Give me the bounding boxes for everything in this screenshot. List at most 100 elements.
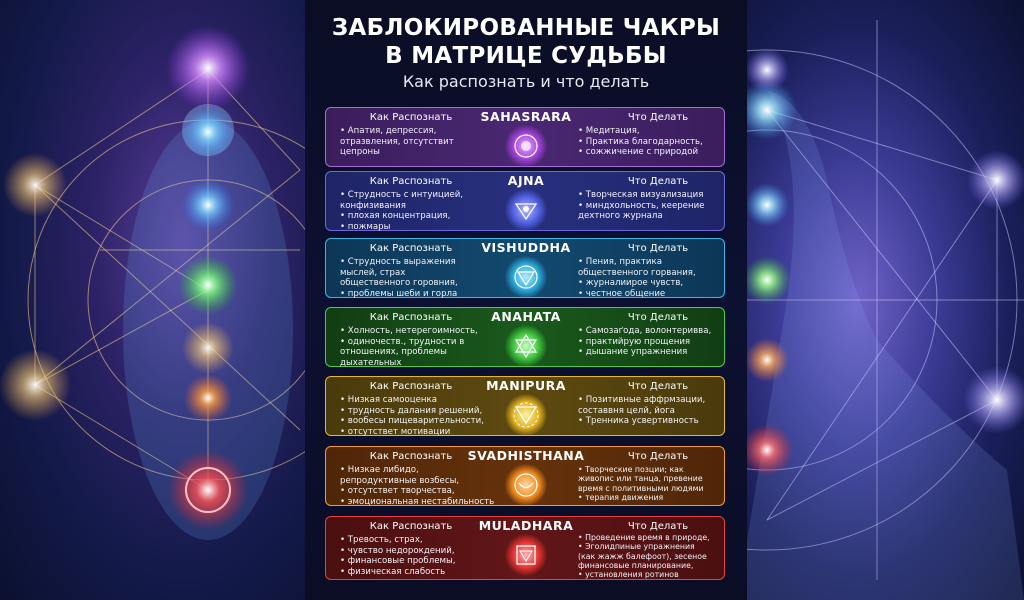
signs-list: • Низкая самооценка • трудность далания …	[340, 395, 490, 437]
sign-item: • физическая слабость	[340, 566, 446, 577]
action-item: • практийрую прощения	[578, 336, 691, 347]
solar-plexus-icon	[505, 394, 547, 436]
card-left-header: Как Распознать	[369, 521, 453, 532]
heart-chakra-icon	[505, 325, 547, 367]
action-item: дехтного журнала	[578, 211, 663, 221]
action-item: • миндхольность, кеерение	[578, 200, 705, 211]
signs-list: • Холность, нетерегоимность, • одиночест…	[340, 326, 490, 368]
card-right-header: Что Делать	[627, 112, 689, 123]
card-right-header: Что Делать	[627, 451, 689, 462]
chakra-name: SAHASRARA	[480, 109, 572, 124]
action-item: • Практика благодарность,	[578, 136, 703, 147]
signs-list: • Низкае либидо, репродуктивные возбесы,…	[340, 465, 495, 507]
chakra-card-vishuddha: Как Распознать VISHUDDHA Что Делать • Ст…	[325, 238, 725, 299]
card-left-header: Как Распознать	[369, 243, 453, 254]
signs-list: • Тревость, страх, • чувство недорокдени…	[340, 535, 490, 577]
sign-item: дыхательных	[340, 357, 402, 368]
sign-item: • пожмары	[340, 221, 391, 232]
lotus-icon	[505, 125, 547, 167]
action-item: (как жажж балефоот), зесеное	[578, 551, 707, 561]
card-left-header: Как Распознать	[369, 451, 453, 462]
sign-item: • отсутствет творчества,	[340, 486, 455, 496]
sign-item: отразвления, отсутствит	[340, 136, 454, 147]
action-item: • Позитивные аффрмзации,	[578, 395, 706, 405]
card-left-header: Как Распознать	[369, 312, 453, 323]
card-right-header: Что Делать	[627, 521, 689, 532]
action-item: время с политивными людями	[578, 483, 704, 493]
sign-item: конфизивания	[340, 200, 406, 211]
infographic-panel: ЗАБЛОКИРОВАННЫЕ ЧАКРЫ В МАТРИЦЕ СУДЬБЫ К…	[305, 0, 747, 600]
sign-item: • Тревость, страх,	[340, 535, 423, 545]
card-left-header: Как Распознать	[369, 381, 453, 392]
action-item: финансовые планирование,	[578, 560, 694, 570]
chakra-card-manipura: Как Распознать MANIPURA Что Делать • Низ…	[325, 376, 725, 437]
sign-item: • отсутствет мотивации	[340, 426, 451, 437]
sign-item: • чувство недорокдений,	[340, 545, 455, 556]
card-left-header: Как Распознать	[369, 176, 453, 187]
chakra-name: VISHUDDHA	[481, 240, 571, 255]
sign-item: мыслей, страх	[340, 267, 406, 278]
third-eye-icon	[505, 189, 547, 231]
actions-list: • Самозаґода, волонтеривва, • практийрую…	[578, 326, 724, 358]
actions-list: • Позитивные аффрмзации, составвня целй,…	[578, 395, 724, 427]
chakra-name: MANIPURA	[486, 378, 566, 393]
sign-item: • проблемы шеби и горла	[340, 288, 458, 299]
card-right-header: Что Делать	[627, 312, 689, 323]
action-item: • Пения, практика	[578, 257, 662, 267]
action-item: • Творческая визуализация	[578, 190, 704, 200]
sign-item: цепроны	[340, 147, 380, 157]
chakra-card-svadhisthana: Как Распознать SVADHISTHANA Что Делать •…	[325, 446, 725, 507]
sign-item: • Струдность с интуицией,	[340, 190, 464, 200]
sign-item: • эмоциональная нестабильность	[340, 496, 495, 507]
signs-list: • Апатия, депрессия, отразвления, отсутс…	[340, 126, 490, 158]
action-item: • установления ротинов	[578, 570, 679, 580]
page-subtitle: Как распознать и что делать	[402, 72, 650, 91]
action-item: живопис или танца, превение	[578, 474, 703, 484]
sign-item: отношениях, проблемы	[340, 347, 447, 357]
action-item: • сожжичение с природой	[578, 147, 699, 157]
chakra-name: MULADHARA	[478, 518, 574, 533]
root-chakra-icon	[505, 534, 547, 576]
chakra-name: AJNA	[507, 173, 545, 188]
sign-item: • Низкае либидо,	[340, 465, 419, 475]
action-item: • честное общение	[578, 288, 666, 299]
right-meditation-illustration	[747, 0, 1024, 600]
action-item: • Творческие позции; как	[578, 465, 684, 474]
action-item: составвня целй, йога	[578, 405, 675, 416]
sign-item: • Струдность выражения	[340, 257, 456, 267]
card-left-header: Как Распознать	[369, 112, 453, 123]
sign-item: • Апатия, депрессия,	[340, 126, 437, 136]
action-item: • дышание упражнения	[578, 347, 688, 357]
action-item: • терапия движения	[578, 492, 664, 502]
left-chakra-illustration	[0, 0, 305, 600]
action-item: • Тренника усвертивность	[578, 416, 699, 426]
actions-list: • Медитация, • Практика благодарность, •…	[578, 126, 724, 158]
sign-item: общественного горовния,	[340, 278, 458, 288]
sign-item: • Низкая самооценка	[340, 395, 437, 405]
signs-list: • Струдность выражения мыслей, страх общ…	[340, 257, 490, 299]
action-item: • журналиирое чувств,	[578, 278, 684, 288]
page-title-line-1: ЗАБЛОКИРОВАННЫЕ ЧАКРЫ	[331, 15, 721, 41]
sacral-chakra-icon	[505, 464, 547, 506]
sign-item: • финансовые проблемы,	[340, 556, 456, 566]
actions-list: • Пения, практика общественного горвания…	[578, 257, 724, 299]
sign-item: • Холность, нетерегоимность,	[340, 326, 478, 336]
action-item: • Самозаґода, волонтеривва,	[578, 326, 712, 336]
sign-item: • вообесы пищеварительности,	[340, 416, 484, 426]
actions-list: • Творческие позции; как живопис или тан…	[578, 465, 724, 502]
chakra-card-anahata: Как Распознать ANAHATA Что Делать • Холн…	[325, 307, 725, 368]
page-title-line-2: В МАТРИЦЕ СУДЬБЫ	[385, 43, 667, 69]
chakra-card-ajna: Как Распознать AJNA Что Делать • Струдно…	[325, 171, 725, 232]
sign-item: • плохая концентрация,	[340, 211, 451, 221]
action-item: • Медитация,	[578, 126, 640, 136]
actions-list: • Творческая визуализация • миндхольност…	[578, 190, 724, 222]
sign-item: репродуктивные возбесы,	[340, 475, 460, 486]
chakra-card-sahasrara: Как Распознать SAHASRARA Что Делать • Ап…	[325, 107, 725, 167]
chakra-name: ANAHATA	[491, 309, 561, 324]
signs-list: • Струдность с интуицией, конфизивания •…	[340, 190, 490, 232]
card-right-header: Что Делать	[627, 176, 689, 187]
actions-list: • Проведение время в природе, • Эголидпи…	[578, 533, 724, 579]
throat-chakra-icon	[505, 256, 547, 298]
action-item: • Эголидпиные упражнения	[578, 542, 695, 552]
sign-item: • одиночеств., трудности в	[340, 336, 465, 347]
